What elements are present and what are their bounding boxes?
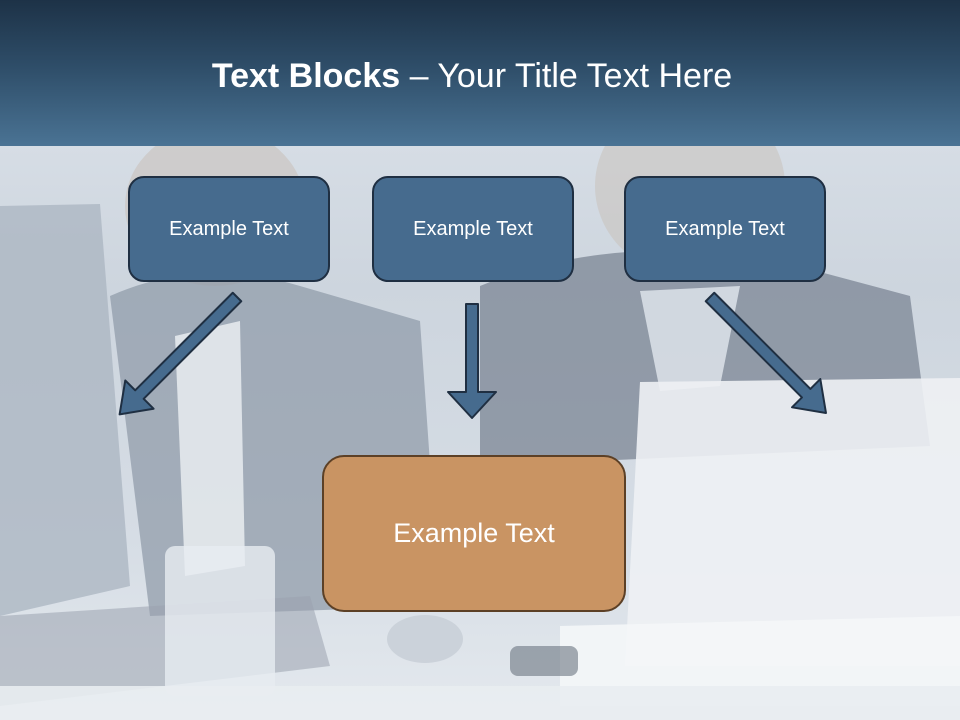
text-block-2-label: Example Text bbox=[413, 217, 533, 240]
text-block-1[interactable]: Example Text bbox=[128, 176, 330, 282]
slide-title: Text Blocks – Your Title Text Here bbox=[0, 54, 944, 98]
text-block-2[interactable]: Example Text bbox=[372, 176, 574, 282]
target-text-block-label: Example Text bbox=[393, 518, 555, 548]
text-block-1-label: Example Text bbox=[169, 217, 289, 240]
text-block-3-label: Example Text bbox=[665, 217, 785, 240]
title-bold-part: Text Blocks bbox=[211, 57, 401, 95]
target-text-block[interactable]: Example Text bbox=[322, 455, 626, 612]
title-rest-part: – Your Title Text Here bbox=[400, 57, 733, 95]
title-bar bbox=[0, 0, 960, 146]
text-block-3[interactable]: Example Text bbox=[624, 176, 826, 282]
